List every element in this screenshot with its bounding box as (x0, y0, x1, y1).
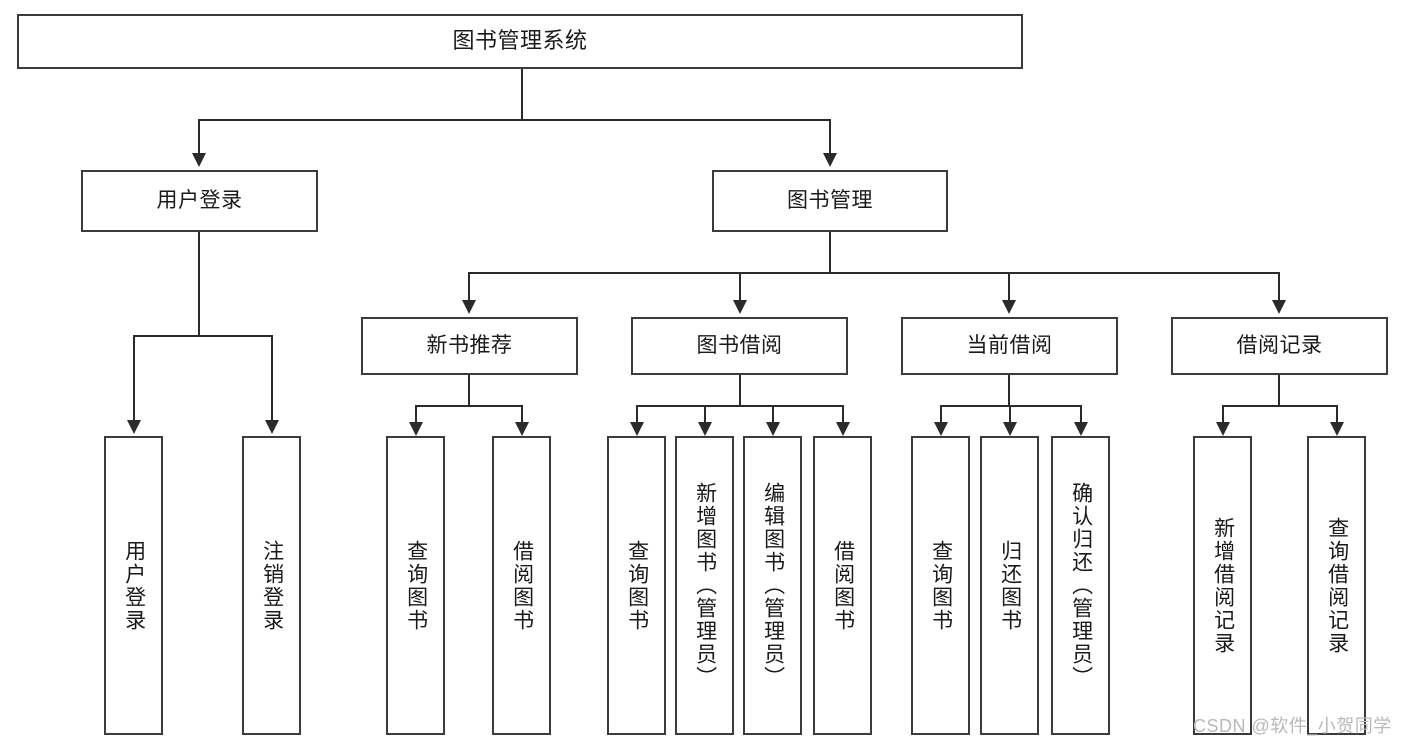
arrow-book-manage-to-book-borrow (733, 300, 747, 314)
edge-new-book-to-leaf-2 (521, 405, 523, 424)
node-label: 借阅图书 (510, 539, 534, 632)
edge-book-borrow-to-leaf-1 (636, 405, 638, 424)
node-label: 用户登录 (156, 189, 243, 213)
leaf-query-borrow-record[interactable]: 查询借阅记录 (1307, 436, 1366, 735)
edge-user-login-bus (133, 335, 273, 337)
edge-book-borrow-to-leaf-3 (772, 405, 774, 424)
node-label: 查询图书 (404, 539, 428, 632)
node-label: 当前借阅 (966, 334, 1053, 358)
edge-book-borrow-to-leaf-2 (704, 405, 706, 424)
edge-root-to-user-login (198, 119, 200, 155)
edge-book-borrow-to-leaf-4 (842, 405, 844, 424)
edge-current-borrow-to-leaf-3 (1080, 405, 1082, 424)
arrow-book-borrow-to-leaf-3 (766, 422, 780, 436)
arrow-book-manage-to-new-book (462, 300, 476, 314)
node-label: 编辑图书（管理员） (761, 482, 785, 689)
leaf-add-borrow-record[interactable]: 新增借阅记录 (1193, 436, 1252, 735)
node-book-management[interactable]: 图书管理 (712, 170, 948, 232)
arrow-user-login-to-leaf-1 (127, 420, 141, 434)
node-label: 图书借阅 (696, 334, 783, 358)
node-label: 确认归还（管理员） (1069, 482, 1093, 689)
node-label: 归还图书 (998, 539, 1022, 632)
edge-borrow-record-stem (1278, 375, 1280, 406)
node-label: 注销登录 (260, 539, 284, 632)
node-label: 新增图书（管理员） (693, 482, 717, 689)
edge-current-borrow-bus (940, 405, 1082, 407)
node-label: 图书管理系统 (452, 28, 588, 54)
node-current-borrow[interactable]: 当前借阅 (901, 317, 1118, 375)
edge-user-login-to-leaf-1 (133, 335, 135, 422)
leaf-query-book-recommend[interactable]: 查询图书 (386, 436, 445, 735)
arrow-borrow-record-to-leaf-2 (1330, 422, 1344, 436)
edge-book-manage-to-current-borrow (1008, 272, 1010, 302)
arrow-borrow-record-to-leaf-1 (1216, 422, 1230, 436)
leaf-edit-book[interactable]: 编辑图书（管理员） (743, 436, 802, 735)
edge-book-manage-to-borrow-record (1278, 272, 1280, 302)
edge-borrow-record-bus (1222, 405, 1337, 407)
edge-user-login-to-leaf-2 (271, 335, 273, 422)
node-label: 查询借阅记录 (1325, 516, 1349, 655)
edge-book-manage-to-new-book (468, 272, 470, 302)
edge-current-borrow-to-leaf-1 (940, 405, 942, 424)
edge-book-borrow-bus (636, 405, 844, 407)
arrow-root-to-book-manage (823, 153, 837, 167)
leaf-return-book[interactable]: 归还图书 (980, 436, 1039, 735)
arrow-new-book-to-leaf-1 (409, 422, 423, 436)
edge-borrow-record-to-leaf-1 (1222, 405, 1224, 424)
node-label: 查询图书 (929, 539, 953, 632)
leaf-borrow-book-recommend[interactable]: 借阅图书 (492, 436, 551, 735)
node-label: 查询图书 (625, 539, 649, 632)
leaf-confirm-return[interactable]: 确认归还（管理员） (1051, 436, 1110, 735)
edge-new-book-stem (468, 375, 470, 406)
node-label: 用户登录 (122, 539, 146, 632)
edge-book-borrow-stem (739, 375, 741, 406)
arrow-book-manage-to-borrow-record (1272, 300, 1286, 314)
edge-user-login-stem (198, 232, 200, 336)
edge-new-book-to-leaf-1 (415, 405, 417, 424)
edge-book-manage-stem (829, 232, 831, 273)
arrow-current-borrow-to-leaf-3 (1074, 422, 1088, 436)
leaf-borrow-book[interactable]: 借阅图书 (813, 436, 872, 735)
edge-book-manage-bus (468, 272, 1280, 274)
leaf-add-book[interactable]: 新增图书（管理员） (675, 436, 734, 735)
node-label: 借阅记录 (1236, 334, 1323, 358)
node-label: 借阅图书 (831, 539, 855, 632)
node-new-book-recommend[interactable]: 新书推荐 (361, 317, 578, 375)
arrow-root-to-user-login (192, 153, 206, 167)
node-label: 图书管理 (787, 189, 873, 213)
leaf-query-book-current[interactable]: 查询图书 (911, 436, 970, 735)
arrow-new-book-to-leaf-2 (515, 422, 529, 436)
edge-root-stem (521, 69, 523, 120)
arrow-book-manage-to-current-borrow (1002, 300, 1016, 314)
edge-current-borrow-stem (1008, 375, 1010, 406)
node-label: 新增借阅记录 (1211, 516, 1235, 655)
node-root-book-management-system[interactable]: 图书管理系统 (17, 14, 1023, 69)
leaf-user-login[interactable]: 用户登录 (104, 436, 163, 735)
arrow-book-borrow-to-leaf-4 (836, 422, 850, 436)
edge-book-manage-to-book-borrow (739, 272, 741, 302)
arrow-current-borrow-to-leaf-1 (934, 422, 948, 436)
edge-root-to-book-manage (829, 119, 831, 155)
edge-new-book-bus (415, 405, 523, 407)
node-label: 新书推荐 (426, 334, 513, 358)
arrow-book-borrow-to-leaf-1 (630, 422, 644, 436)
arrow-book-borrow-to-leaf-2 (698, 422, 712, 436)
csdn-watermark: CSDN @软件_小贺同学 (1193, 716, 1392, 736)
arrow-user-login-to-leaf-2 (265, 420, 279, 434)
edge-current-borrow-to-leaf-2 (1009, 405, 1011, 424)
arrow-current-borrow-to-leaf-2 (1003, 422, 1017, 436)
edge-borrow-record-to-leaf-2 (1336, 405, 1338, 424)
node-borrow-record[interactable]: 借阅记录 (1171, 317, 1388, 375)
leaf-query-book-borrow[interactable]: 查询图书 (607, 436, 666, 735)
leaf-logout-login[interactable]: 注销登录 (242, 436, 301, 735)
node-book-borrow[interactable]: 图书借阅 (631, 317, 848, 375)
node-user-login[interactable]: 用户登录 (81, 170, 318, 232)
edge-root-bus (198, 119, 831, 121)
